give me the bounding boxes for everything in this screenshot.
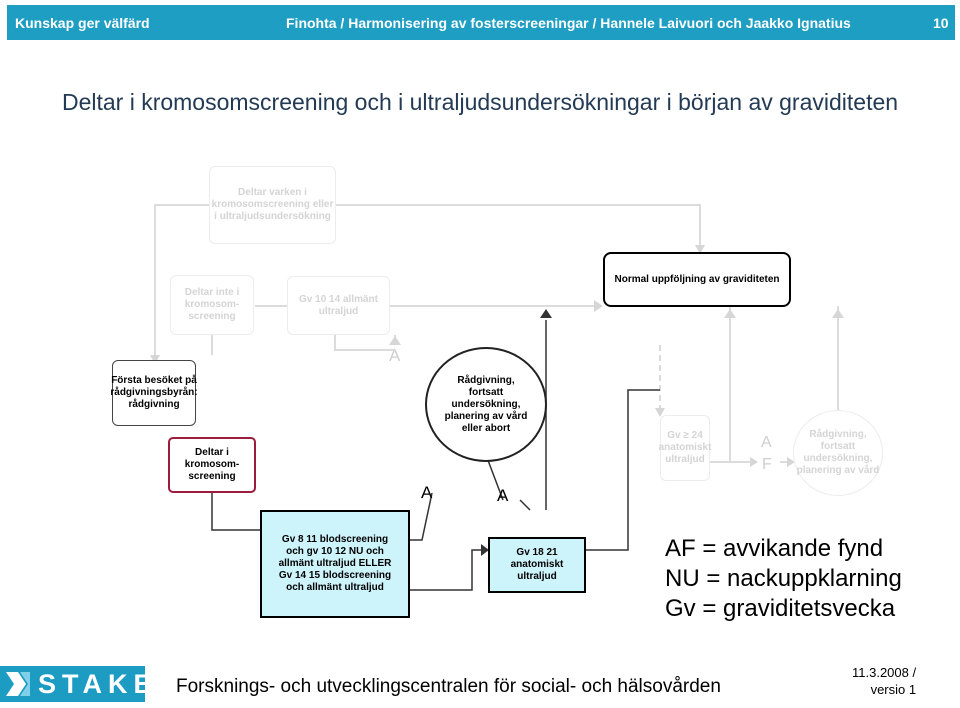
- node-first-visit-text: Första besöket på rådgivningsbyrån: rådg…: [110, 375, 198, 410]
- page-title: Deltar i kromosomscreening och i ultralj…: [61, 89, 899, 115]
- node-screening-options: Gv 8 11 blodscreening och gv 10 12 NU oc…: [260, 510, 410, 618]
- label-a-right: A: [497, 486, 509, 505]
- node-normal-followup: Normal uppföljning av graviditeten: [603, 252, 791, 307]
- node-not-chromosome-text: Deltar inte i kromosom-screening: [184, 287, 240, 322]
- node-gv24: Gv ≥ 24 anatomiskt ultraljud: [658, 415, 712, 481]
- node-gv18-21: Gv 18 21 anatomiskt ultraljud: [488, 537, 586, 593]
- legend: AF = avvikande fynd NU = nackuppklarning…: [665, 534, 902, 624]
- legend-item: NU = nackuppklarning: [665, 565, 902, 592]
- legend-item: Gv = graviditetsvecka: [665, 595, 896, 622]
- node-gv18-21-text: Gv 18 21 anatomiskt ultraljud: [510, 547, 564, 582]
- footer-date-text: 11.3.2008 /: [852, 665, 917, 680]
- page-number: 10: [933, 15, 949, 31]
- header-left: Kunskap ger välfärd: [15, 15, 150, 31]
- label-af-f: F: [762, 456, 772, 473]
- label-a-faded: A: [389, 346, 401, 365]
- footer-date: 11.3.2008 / versio 1: [852, 664, 916, 698]
- node-gv10-14-text: Gv 10 14 allmänt ultraljud: [299, 293, 378, 317]
- node-gv10-14: Gv 10 14 allmänt ultraljud: [287, 276, 390, 335]
- node-neither-text: Deltar varken i kromosomscreening eller …: [211, 187, 334, 222]
- stakes-logo-text: STAKES: [38, 669, 182, 699]
- node-counsel-center: Rådgivning, fortsatt undersökning, plane…: [425, 347, 547, 462]
- node-normal-followup-text: Normal uppföljning av graviditeten: [614, 273, 780, 285]
- node-counsel-right-text: Rådgivning, fortsatt undersökning, plane…: [796, 429, 880, 476]
- node-chromosome-text: Deltar i kromosom-screening: [184, 447, 240, 482]
- label-af-a: A: [761, 434, 772, 451]
- stakes-logo: STAKES: [0, 666, 176, 702]
- footer-version: versio 1: [870, 682, 917, 697]
- header-center: Finohta / Harmonisering av fosterscreeni…: [286, 15, 851, 31]
- node-first-visit: Första besöket på rådgivningsbyrån: rådg…: [110, 360, 198, 426]
- node-not-chromosome: Deltar inte i kromosom-screening: [170, 275, 254, 335]
- node-screening-options-text: Gv 8 11 blodscreening och gv 10 12 NU oc…: [278, 534, 392, 593]
- node-chromosome: Deltar i kromosom-screening: [168, 437, 256, 493]
- node-counsel-center-text: Rådgivning, fortsatt undersökning, plane…: [444, 374, 528, 434]
- stakes-logo-mark: [6, 672, 30, 696]
- node-neither: Deltar varken i kromosomscreening eller …: [209, 166, 336, 244]
- node-gv24-text: Gv ≥ 24 anatomiskt ultraljud: [658, 430, 712, 465]
- header-bar: Kunskap ger välfärd Finohta / Harmoniser…: [7, 5, 955, 40]
- footer-organization: Forsknings- och utvecklingscentralen för…: [176, 676, 721, 697]
- legend-item: AF = avvikande fynd: [665, 535, 884, 562]
- label-a-left: A: [421, 483, 433, 502]
- node-counsel-right: Rådgivning, fortsatt undersökning, plane…: [793, 410, 883, 496]
